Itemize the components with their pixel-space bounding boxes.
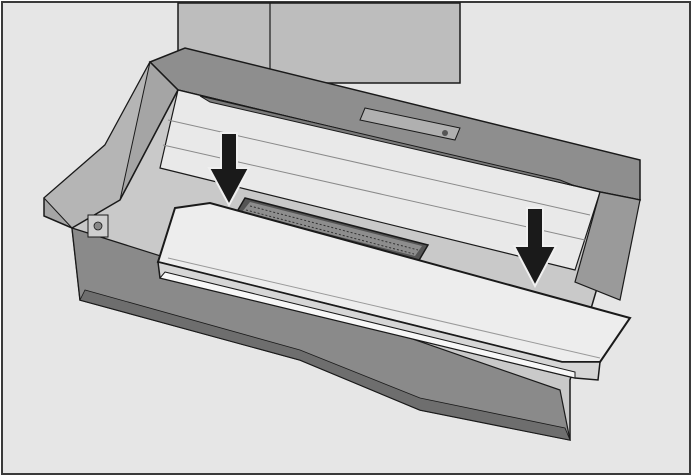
grease-filter-mesh — [233, 197, 430, 263]
filter-cover-panel — [156, 201, 632, 381]
arrow-down-right-icon — [512, 207, 558, 289]
arrow-down-left-icon — [207, 132, 251, 208]
